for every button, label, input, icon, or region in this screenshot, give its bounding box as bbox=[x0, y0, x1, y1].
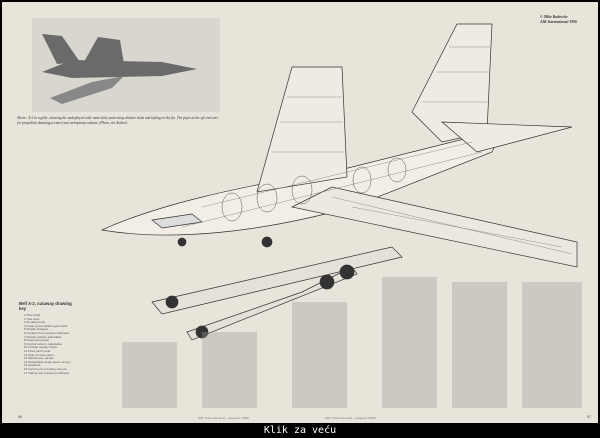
key-item: 8 Instrument panel bbox=[24, 338, 49, 343]
key-item: 16 Instrument recording camera bbox=[24, 366, 67, 371]
key-item: 2 Yaw vane bbox=[24, 316, 40, 321]
cutaway-aircraft bbox=[100, 23, 578, 341]
key-item: 7 Rudder pedals, adjustable bbox=[24, 334, 62, 339]
key-item: 3 Air data probe bbox=[24, 320, 46, 325]
cutaway-drawing bbox=[32, 18, 582, 408]
key-item: 4 Great pressurisation gas bottle bbox=[24, 323, 68, 328]
magazine-spread-image[interactable]: Above: X-2 in a glide, showing the undep… bbox=[2, 2, 598, 423]
key-item: 5 Rudder linkages bbox=[24, 327, 49, 332]
key-title: Bell X-2, cutaway drawing key bbox=[19, 301, 72, 311]
key-item: 11 Fixed pilot's seat bbox=[24, 348, 51, 353]
key-item: 15 Headrest bbox=[24, 363, 41, 368]
copyright-line: AIR International 1996 bbox=[540, 19, 577, 24]
key-item: 14 Detachable single piece canopy bbox=[24, 359, 71, 364]
key-item: 13 Windscreen panels bbox=[24, 356, 54, 361]
key-item: 6 Cockpit front pressure bulkhead bbox=[24, 330, 69, 335]
footer-left: AIR International • August 1996 bbox=[198, 416, 250, 420]
enlarge-link[interactable]: Klik za veću bbox=[263, 425, 337, 436]
photo-caption: Above: X-2 in a glide, showing the undep… bbox=[17, 116, 219, 125]
key-item: 1 Pitot head bbox=[24, 313, 41, 317]
copyright-notice: © Mike Badrocke AIR International 1996 bbox=[540, 15, 577, 24]
page-number-right: 97 bbox=[587, 415, 591, 419]
page-number-left: 96 bbox=[18, 415, 22, 419]
key-item: 9 Control column, adjustable bbox=[24, 341, 63, 346]
trolley-wheels bbox=[165, 236, 355, 339]
copyright-line: © Mike Badrocke bbox=[540, 15, 568, 19]
photo-aircraft bbox=[42, 34, 197, 104]
key-item: 12 Side console panel bbox=[24, 352, 54, 357]
key-text-blocks bbox=[122, 277, 582, 408]
key-item: 10 Cockpit canopy frame bbox=[24, 345, 58, 350]
key-item: 17 Sliding rear pressure bulkhead bbox=[24, 370, 69, 375]
footer-right: AIR International • August 1996 bbox=[325, 416, 377, 420]
